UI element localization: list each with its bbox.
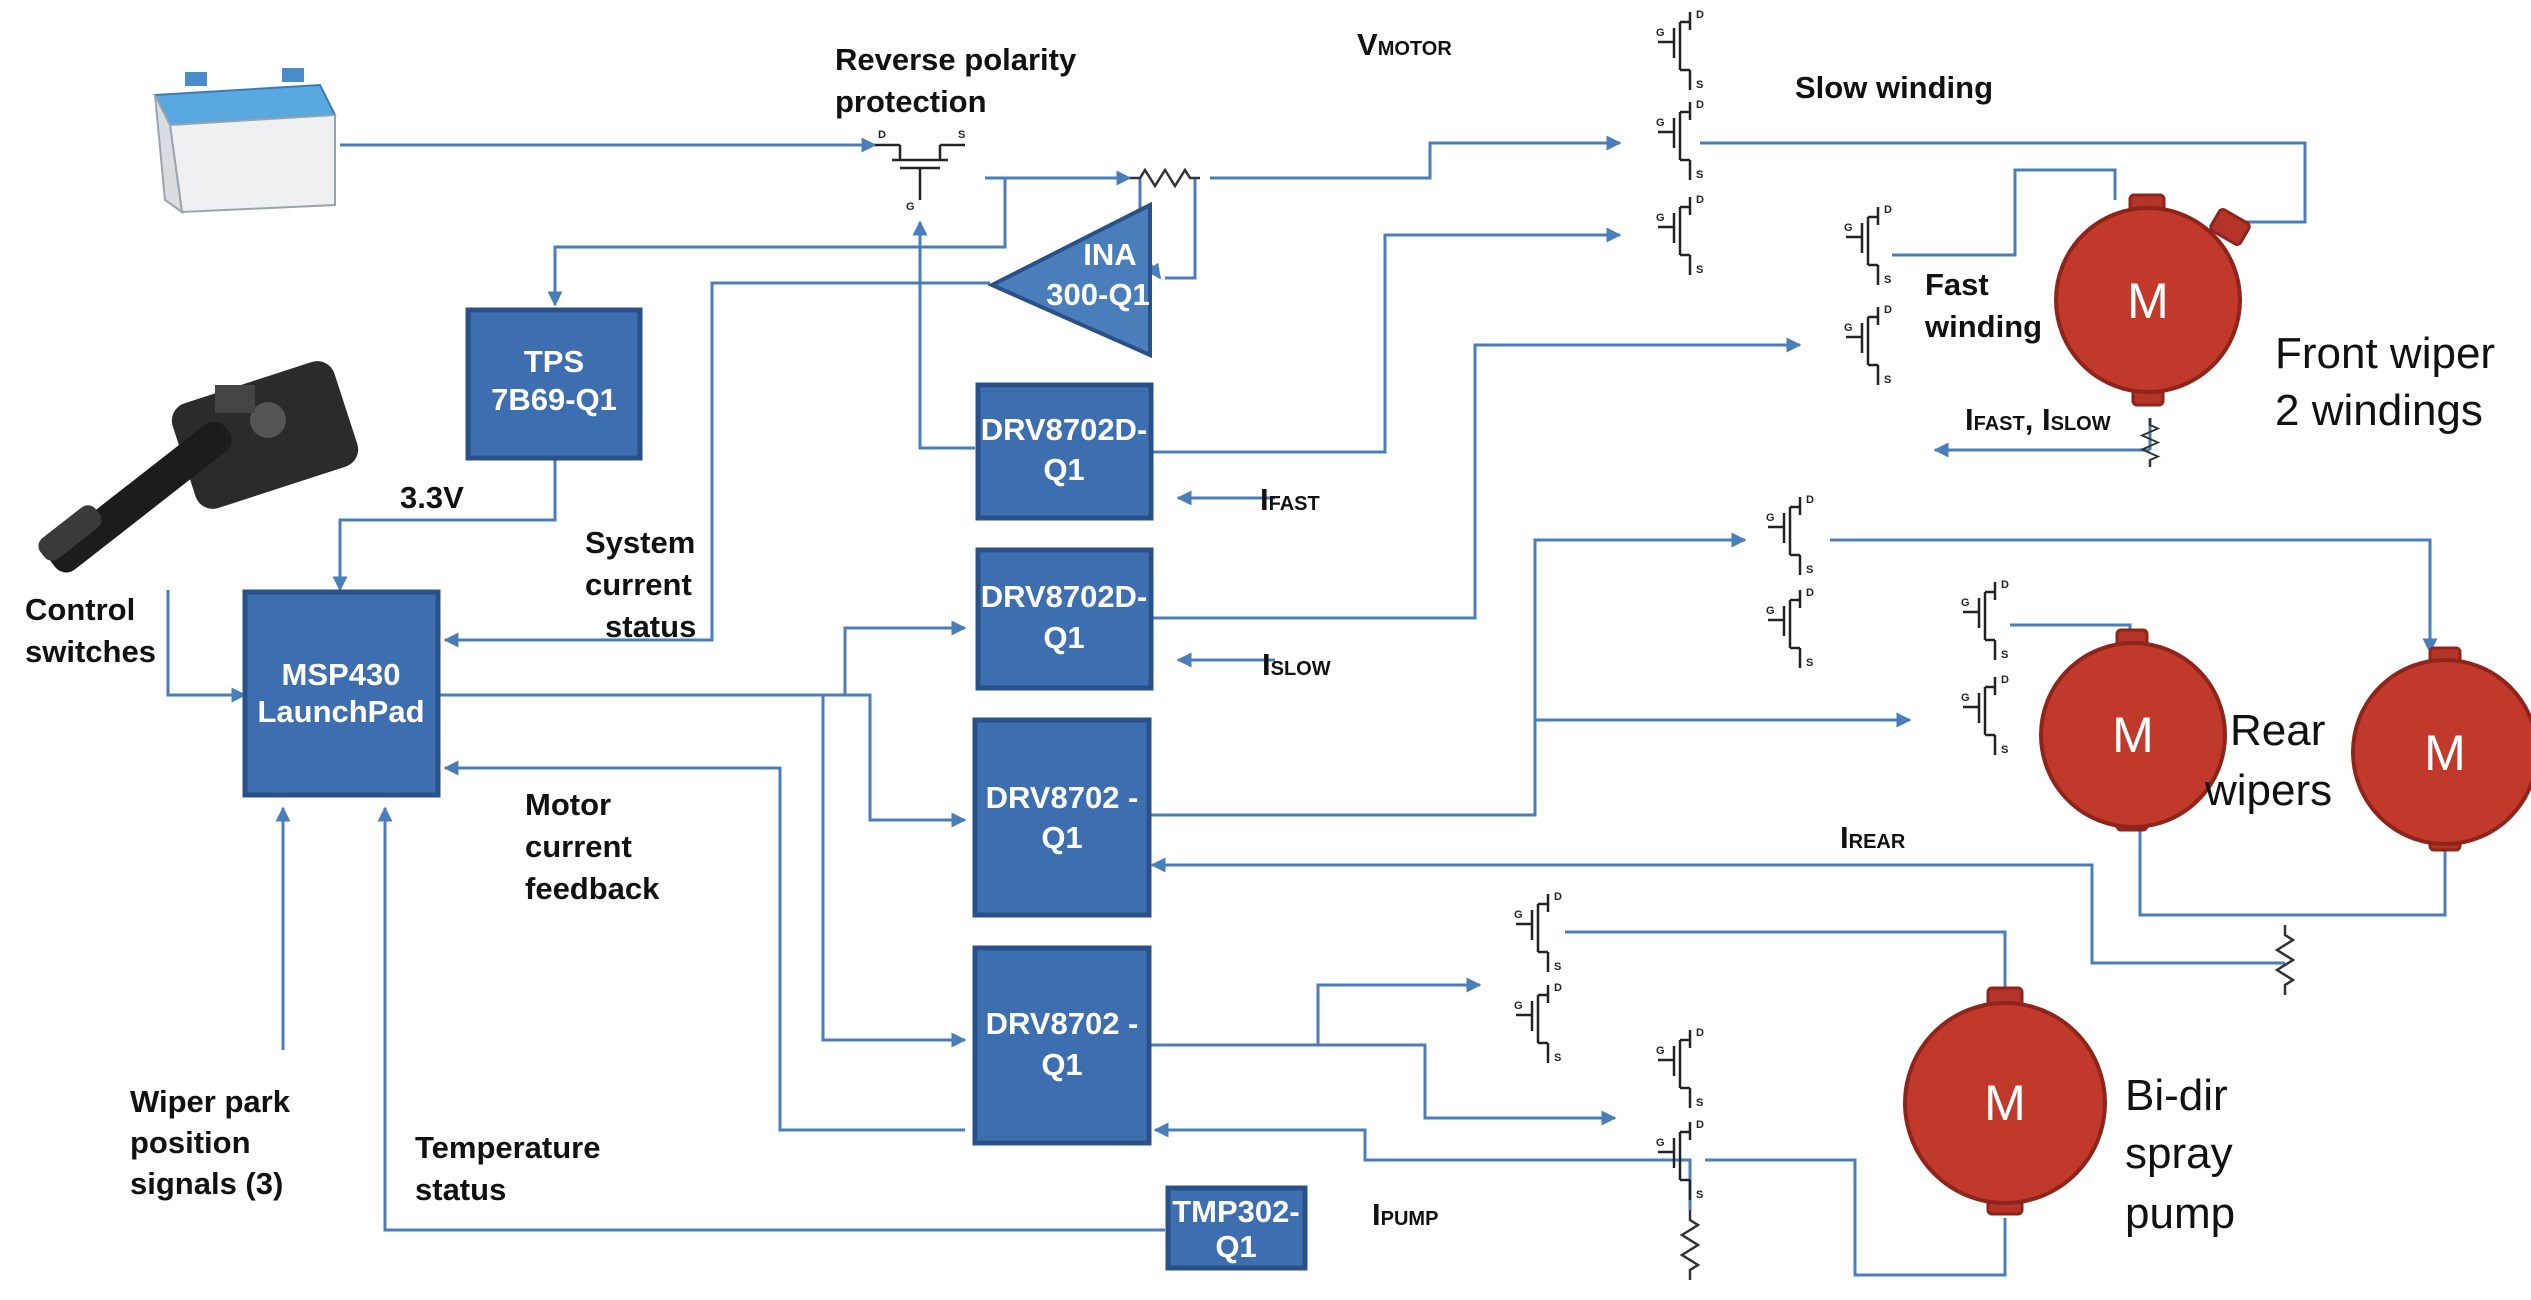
drv8702-driver-4: DRV8702 - Q1 [972, 945, 1152, 1146]
rear-wiper-motor-1: M [2039, 628, 2227, 832]
svg-text:DRV8702D-: DRV8702D- [981, 412, 1148, 447]
svg-text:Rear: Rear [2230, 706, 2325, 755]
vmotor-label: VMOTOR [1357, 27, 1452, 62]
svg-text:Bi-dir: Bi-dir [2125, 1071, 2228, 1120]
svg-text:switches: switches [25, 634, 156, 669]
wires [166, 135, 2447, 1277]
pump-fet-1 [1512, 889, 1564, 975]
temperature-label: Temperature status [415, 1130, 601, 1207]
front-wiper-motor: M [2054, 193, 2251, 407]
steering-column-switch-icon [38, 361, 359, 573]
fast-winding-fet-low [1842, 302, 1894, 388]
svg-text:wipers: wipers [2204, 766, 2332, 815]
svg-text:M: M [2112, 707, 2154, 763]
svg-text:Temperature: Temperature [415, 1130, 601, 1165]
svg-text:G: G [906, 201, 915, 213]
svg-text:Fast: Fast [1925, 267, 1989, 302]
svg-text:Motor: Motor [525, 787, 611, 822]
pump-fet-2 [1512, 980, 1564, 1066]
svg-text:current: current [525, 829, 632, 864]
islow-label: ISLOW [1262, 647, 1331, 682]
svg-text:S: S [958, 129, 965, 141]
spray-pump-motor: M [1903, 986, 2107, 1216]
svg-text:signals (3): signals (3) [130, 1166, 283, 1201]
svg-text:System: System [585, 525, 695, 560]
svg-text:protection: protection [835, 84, 987, 119]
front-motor-letter: M [2127, 273, 2169, 329]
tmp302-sensor: TMP302- Q1 [1165, 1185, 1308, 1271]
svg-text:position: position [130, 1125, 251, 1160]
wiper-park-label: Wiper park position signals (3) [130, 1084, 291, 1201]
tps-label-1: TPS [524, 344, 584, 379]
svg-text:spray: spray [2125, 1129, 2233, 1178]
svg-text:2 windings: 2 windings [2275, 386, 2483, 435]
svg-text:DRV8702 -: DRV8702 - [986, 1006, 1139, 1041]
tps-regulator: TPS 7B69-Q1 [465, 307, 643, 461]
svg-text:Q1: Q1 [1215, 1229, 1256, 1264]
slow-winding-fet-low [1654, 192, 1706, 278]
reverse-polarity-mosfet: D S G [875, 129, 965, 213]
svg-text:Q1: Q1 [1041, 1047, 1082, 1082]
ina-label-2: 300-Q1 [1046, 277, 1149, 312]
shunt-resistor-rear [2275, 923, 2295, 997]
rear-wiper-fet-2 [1764, 585, 1816, 671]
reverse-polarity-label: Reverse polarity protection [835, 42, 1077, 119]
front-wiper-label: Front wiper 2 windings [2275, 329, 2495, 435]
svg-text:M: M [2424, 725, 2466, 781]
pump-fet-3 [1654, 1025, 1706, 1111]
rear-wiper-motor-2: M [2351, 646, 2531, 852]
ina300-amplifier: INA 300-Q1 [987, 201, 1152, 359]
slow-winding-fet-mid [1654, 97, 1706, 183]
svg-text:Front wiper: Front wiper [2275, 329, 2495, 378]
v33-label: 3.3V [400, 480, 464, 515]
svg-text:Q1: Q1 [1041, 820, 1082, 855]
svg-text:TMP302-: TMP302- [1172, 1194, 1299, 1229]
svg-text:Wiper park: Wiper park [130, 1084, 291, 1119]
tps-label-2: 7B69-Q1 [491, 382, 617, 417]
shunt-resistor-pump [1680, 1208, 1700, 1282]
drv8702d-driver-2: DRV8702D- Q1 [975, 547, 1154, 691]
drv8702d-driver-1: DRV8702D- Q1 [975, 382, 1154, 521]
car-battery-icon [153, 68, 337, 215]
ifast-label: IFAST [1260, 482, 1320, 517]
svg-text:status: status [605, 609, 696, 644]
svg-text:Control: Control [25, 592, 135, 627]
spray-pump-label: Bi-dir spray pump [2125, 1071, 2235, 1238]
svg-text:status: status [415, 1172, 506, 1207]
ipump-label: IPUMP [1372, 1197, 1438, 1232]
ina-label-1: INA [1083, 237, 1136, 272]
fast-winding-label: Fast winding [1924, 267, 2042, 344]
irear-label: IREAR [1840, 820, 1906, 855]
system-current-label: System current status [585, 525, 696, 644]
msp430-launchpad: MSP430 LaunchPad [242, 589, 441, 798]
svg-text:Reverse polarity: Reverse polarity [835, 42, 1077, 77]
slow-winding-label: Slow winding [1795, 70, 1993, 105]
msp-label-2: LaunchPad [257, 694, 424, 729]
slow-winding-fet-high [1654, 7, 1706, 93]
svg-text:winding: winding [1924, 309, 2042, 344]
rear-wipers-label: Rear wipers [2204, 706, 2332, 815]
svg-text:D: D [878, 129, 886, 141]
rear-wiper-fet-4 [1959, 672, 2011, 758]
msp-label-1: MSP430 [282, 657, 401, 692]
rear-wiper-fet-3 [1959, 577, 2011, 663]
svg-text:Q1: Q1 [1043, 620, 1084, 655]
svg-text:M: M [1984, 1075, 2026, 1131]
svg-text:Q1: Q1 [1043, 452, 1084, 487]
motor-current-label: Motor current feedback [525, 787, 660, 906]
fast-winding-fet-high [1842, 202, 1894, 288]
svg-text:DRV8702 -: DRV8702 - [986, 780, 1139, 815]
control-switches-label: Control switches [25, 592, 156, 669]
svg-text:current: current [585, 567, 692, 602]
svg-text:feedback: feedback [525, 871, 660, 906]
svg-text:pump: pump [2125, 1189, 2235, 1238]
ifast-islow-label: IFAST, ISLOW [1965, 402, 2111, 437]
svg-text:DRV8702D-: DRV8702D- [981, 579, 1148, 614]
rear-wiper-fet-1 [1764, 492, 1816, 578]
drv8702-driver-3: DRV8702 - Q1 [972, 717, 1152, 918]
